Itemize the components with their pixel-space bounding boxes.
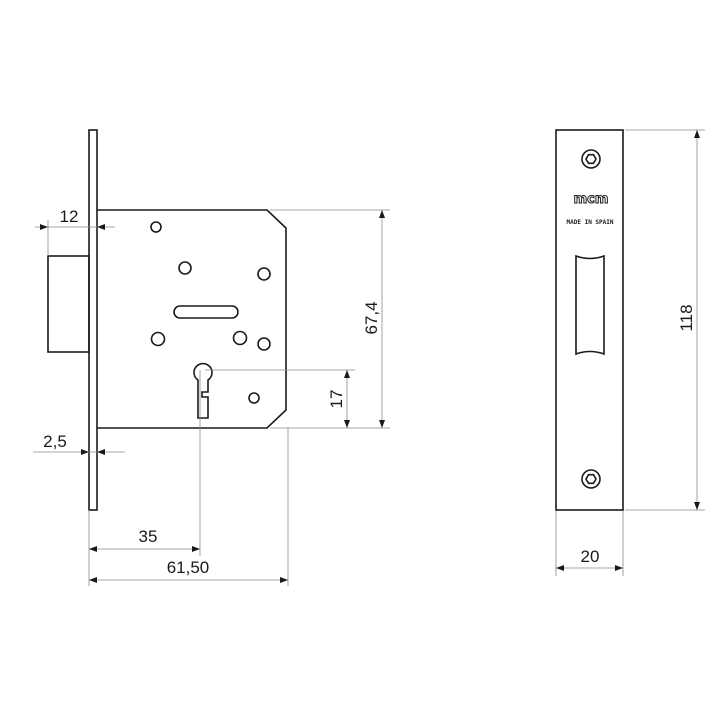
mounting-holes [150,221,271,404]
dim-20: 20 [581,547,600,566]
keyhole [193,362,213,419]
dim-118: 118 [677,304,696,331]
screw-icon [581,469,601,489]
side-view [47,129,287,511]
slot [173,305,239,319]
dim-12: 12 [60,207,79,226]
dimension-labels: 12 2,5 35 61,50 67,4 17 118 20 [43,207,696,577]
dim-61-50: 61,50 [167,558,210,577]
front-view: mcm MADE IN SPAIN [555,129,624,511]
lock-case [97,209,287,429]
latch-opening [575,254,605,356]
dim-67-4: 67,4 [362,301,381,334]
faceplate-front [555,129,624,511]
dimension-lines [33,129,705,586]
origin-label: MADE IN SPAIN [567,219,614,226]
faceplate-side [88,129,98,511]
brand-logo: mcm [574,192,609,207]
dim-17: 17 [327,390,346,409]
latch-bolt [47,255,90,353]
screw-icon [581,149,601,169]
dim-2-5: 2,5 [43,432,67,451]
dim-35: 35 [139,527,158,546]
